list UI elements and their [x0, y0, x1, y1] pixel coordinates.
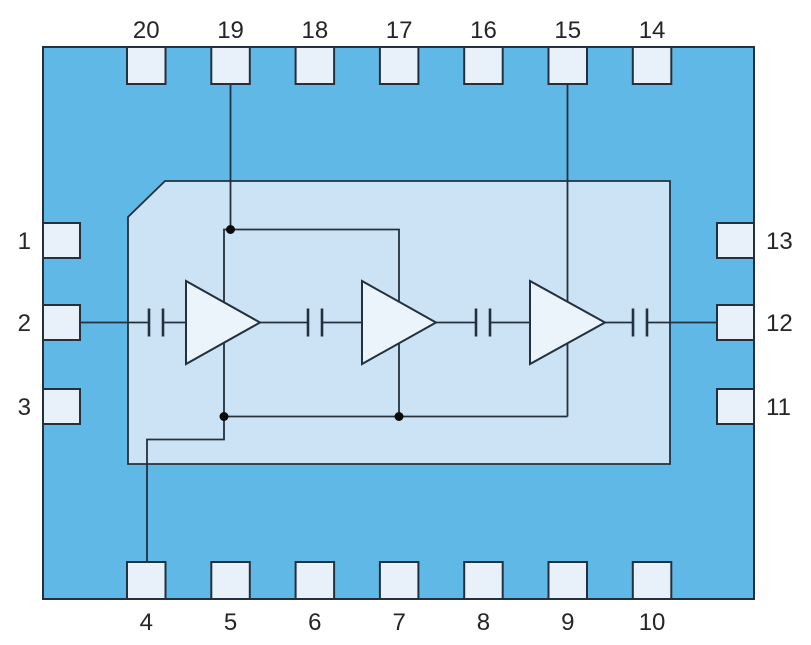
pin-pad-2: [42, 304, 81, 341]
pin-pad-15: [547, 46, 588, 85]
pin-label-13: 13: [766, 228, 793, 255]
amplifier-stages: [185, 279, 608, 366]
pin-pad-6: [294, 561, 336, 600]
pin-label-14: 14: [639, 17, 666, 44]
pin-label-5: 5: [224, 609, 237, 636]
capacitor-1-icon: [147, 308, 165, 337]
pin-pad-14: [631, 46, 673, 85]
pin-pad-1: [42, 222, 81, 259]
pin-pad-10: [631, 561, 673, 600]
pin-label-3: 3: [18, 394, 31, 421]
pin-label-4: 4: [140, 609, 153, 636]
pin-pad-9: [547, 561, 588, 600]
pin-pads: [42, 46, 755, 600]
pin-label-12: 12: [766, 310, 793, 337]
amplifier-1-icon: [185, 279, 263, 366]
capacitor-3-icon: [474, 308, 492, 337]
pin-pad-8: [463, 561, 504, 600]
amplifier-2-icon: [361, 279, 439, 366]
pin-pad-16: [463, 46, 504, 85]
pin-pad-12: [716, 304, 755, 341]
pin-pad-5: [210, 561, 251, 600]
coupling-capacitors: [147, 308, 649, 337]
pin-pad-17: [378, 46, 420, 85]
wiring: [80, 84, 717, 561]
pin-label-19: 19: [217, 17, 244, 44]
junction-dot-bottom-mid: [394, 412, 404, 421]
pin-pad-20: [126, 46, 167, 85]
pin-label-20: 20: [133, 17, 160, 44]
junction-dot-top: [226, 225, 235, 234]
junction-dot-bottom-left: [219, 412, 229, 421]
pin-pad-3: [42, 388, 81, 425]
pin-label-15: 15: [554, 17, 581, 44]
pin-pad-13: [716, 222, 755, 259]
pin-label-2: 2: [18, 310, 31, 337]
pin-label-17: 17: [386, 17, 413, 44]
pin-label-7: 7: [392, 609, 405, 636]
amplifier-3-icon: [529, 279, 608, 366]
pin-pad-4: [126, 561, 167, 600]
pin-pad-19: [210, 46, 251, 85]
pin-label-10: 10: [639, 609, 666, 636]
pin-pad-18: [294, 46, 336, 85]
pin-label-6: 6: [308, 609, 321, 636]
pin-label-9: 9: [561, 609, 574, 636]
pin-pad-7: [378, 561, 420, 600]
pin-pad-11: [716, 388, 755, 425]
pin-label-1: 1: [18, 228, 31, 255]
pin-label-8: 8: [477, 609, 490, 636]
pin-label-18: 18: [301, 17, 328, 44]
pin4-return-wire: [146, 416, 225, 561]
pin-label-16: 16: [470, 17, 497, 44]
capacitor-2-icon: [306, 308, 324, 337]
junction-dots: [219, 225, 404, 421]
pin-label-11: 11: [766, 394, 791, 421]
capacitor-4-icon: [631, 308, 649, 337]
